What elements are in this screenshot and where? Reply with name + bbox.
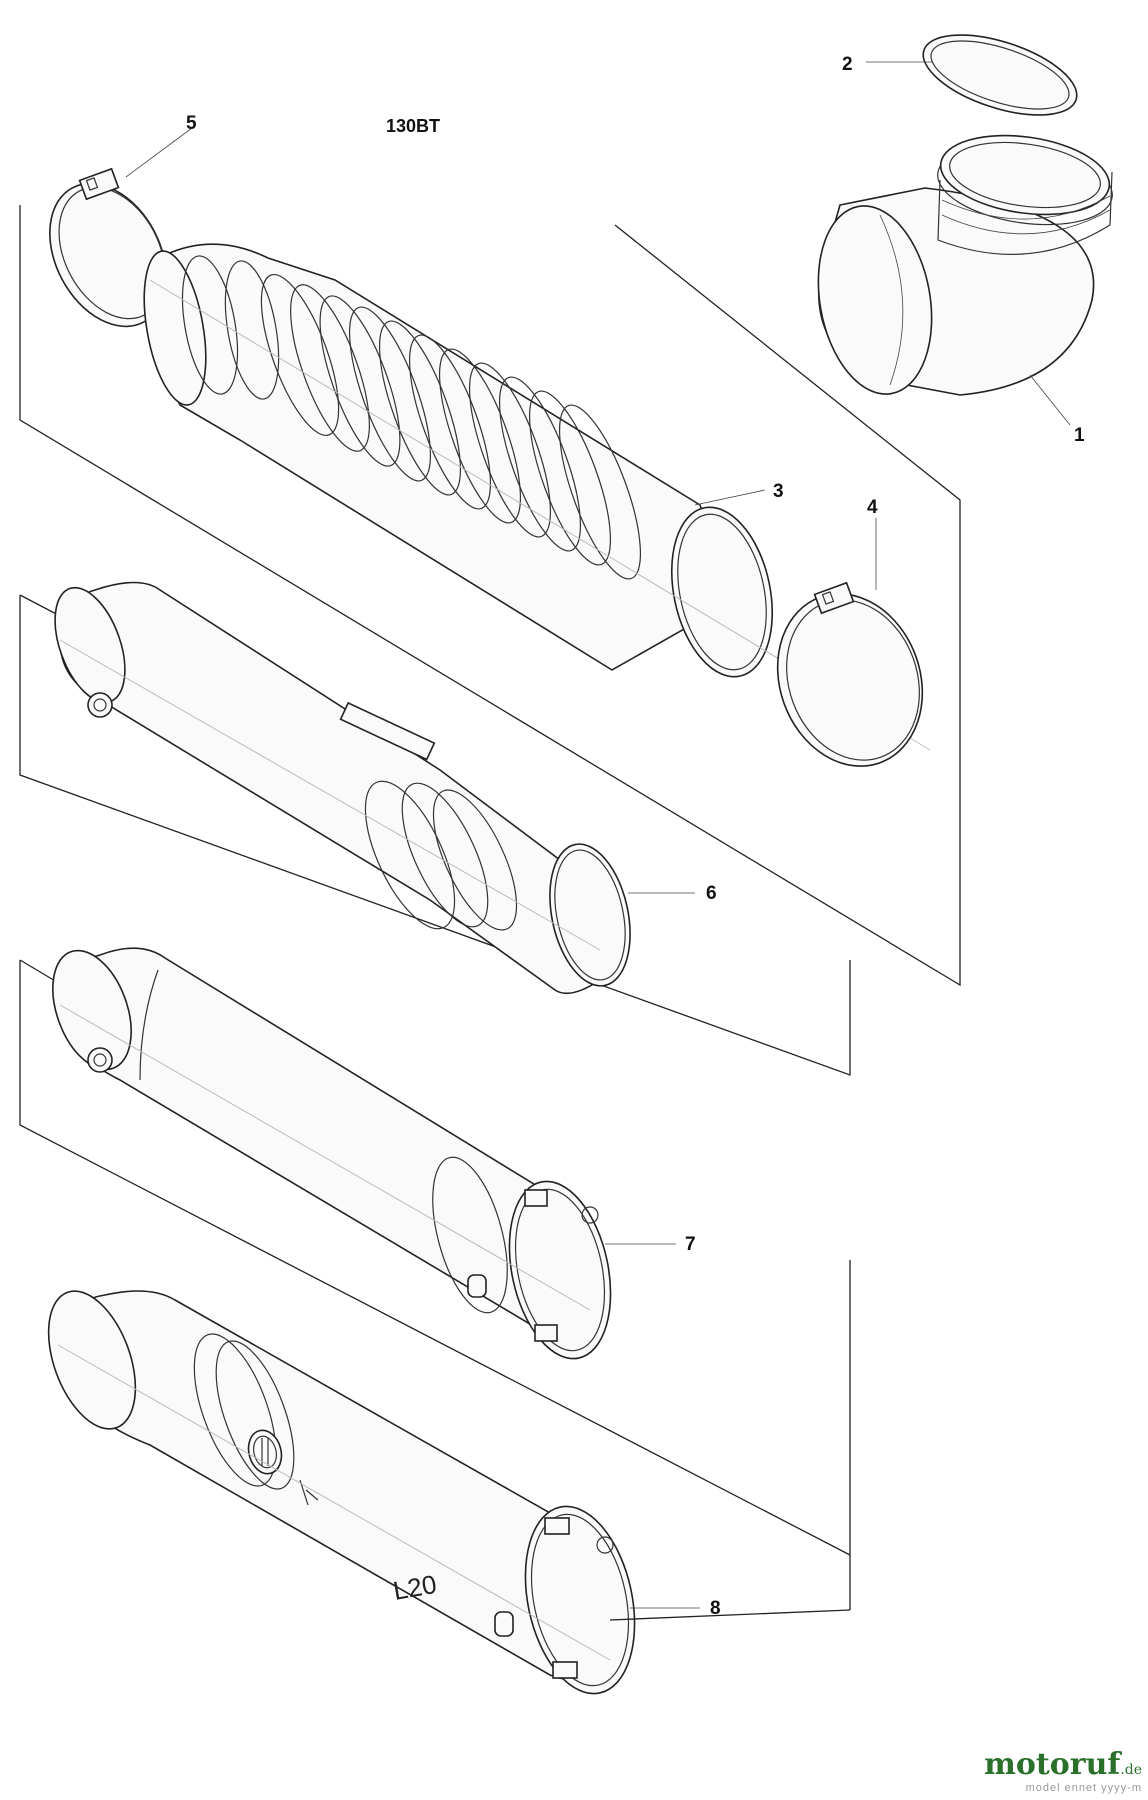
callout-4: 4 — [867, 497, 878, 518]
part-7-blower-tube — [52, 947, 612, 1360]
part-1-elbow — [817, 134, 1113, 396]
callout-2: 2 — [842, 54, 853, 75]
callout-3: 3 — [773, 481, 784, 502]
callout-labels: 1 2 3 4 5 6 7 8 — [186, 54, 1085, 1619]
assembly-plane-top — [19, 205, 961, 987]
watermark: motoruf.de model ennet yyyy-m — [984, 1747, 1142, 1794]
callout-6: 6 — [706, 883, 717, 904]
callout-8: 8 — [710, 1598, 721, 1619]
watermark-subtitle: model ennet yyyy-m — [1025, 1782, 1142, 1794]
callout-5: 5 — [186, 113, 197, 134]
model-title: 130BT — [386, 116, 440, 136]
assembly-plane-4 — [609, 1555, 851, 1621]
husqvarna-logo — [247, 1429, 319, 1506]
part-2-oring — [922, 34, 1078, 116]
part-3-bellows-hose — [143, 243, 931, 751]
tube-marking-l20: L20 — [391, 1569, 439, 1606]
callout-7: 7 — [685, 1234, 696, 1255]
bellows-ribs — [260, 273, 642, 580]
callout-1: 1 — [1074, 425, 1085, 446]
part-5-hose-clamp — [49, 167, 167, 328]
watermark-brand: motoruf — [984, 1747, 1121, 1782]
leader-lines — [125, 61, 1071, 1609]
watermark-tld: .de — [1120, 1762, 1142, 1778]
part-8-nozzle-tube: L20 — [47, 1290, 636, 1695]
part-6-blower-tube — [54, 581, 631, 995]
part-4-hose-clamp — [776, 581, 924, 767]
